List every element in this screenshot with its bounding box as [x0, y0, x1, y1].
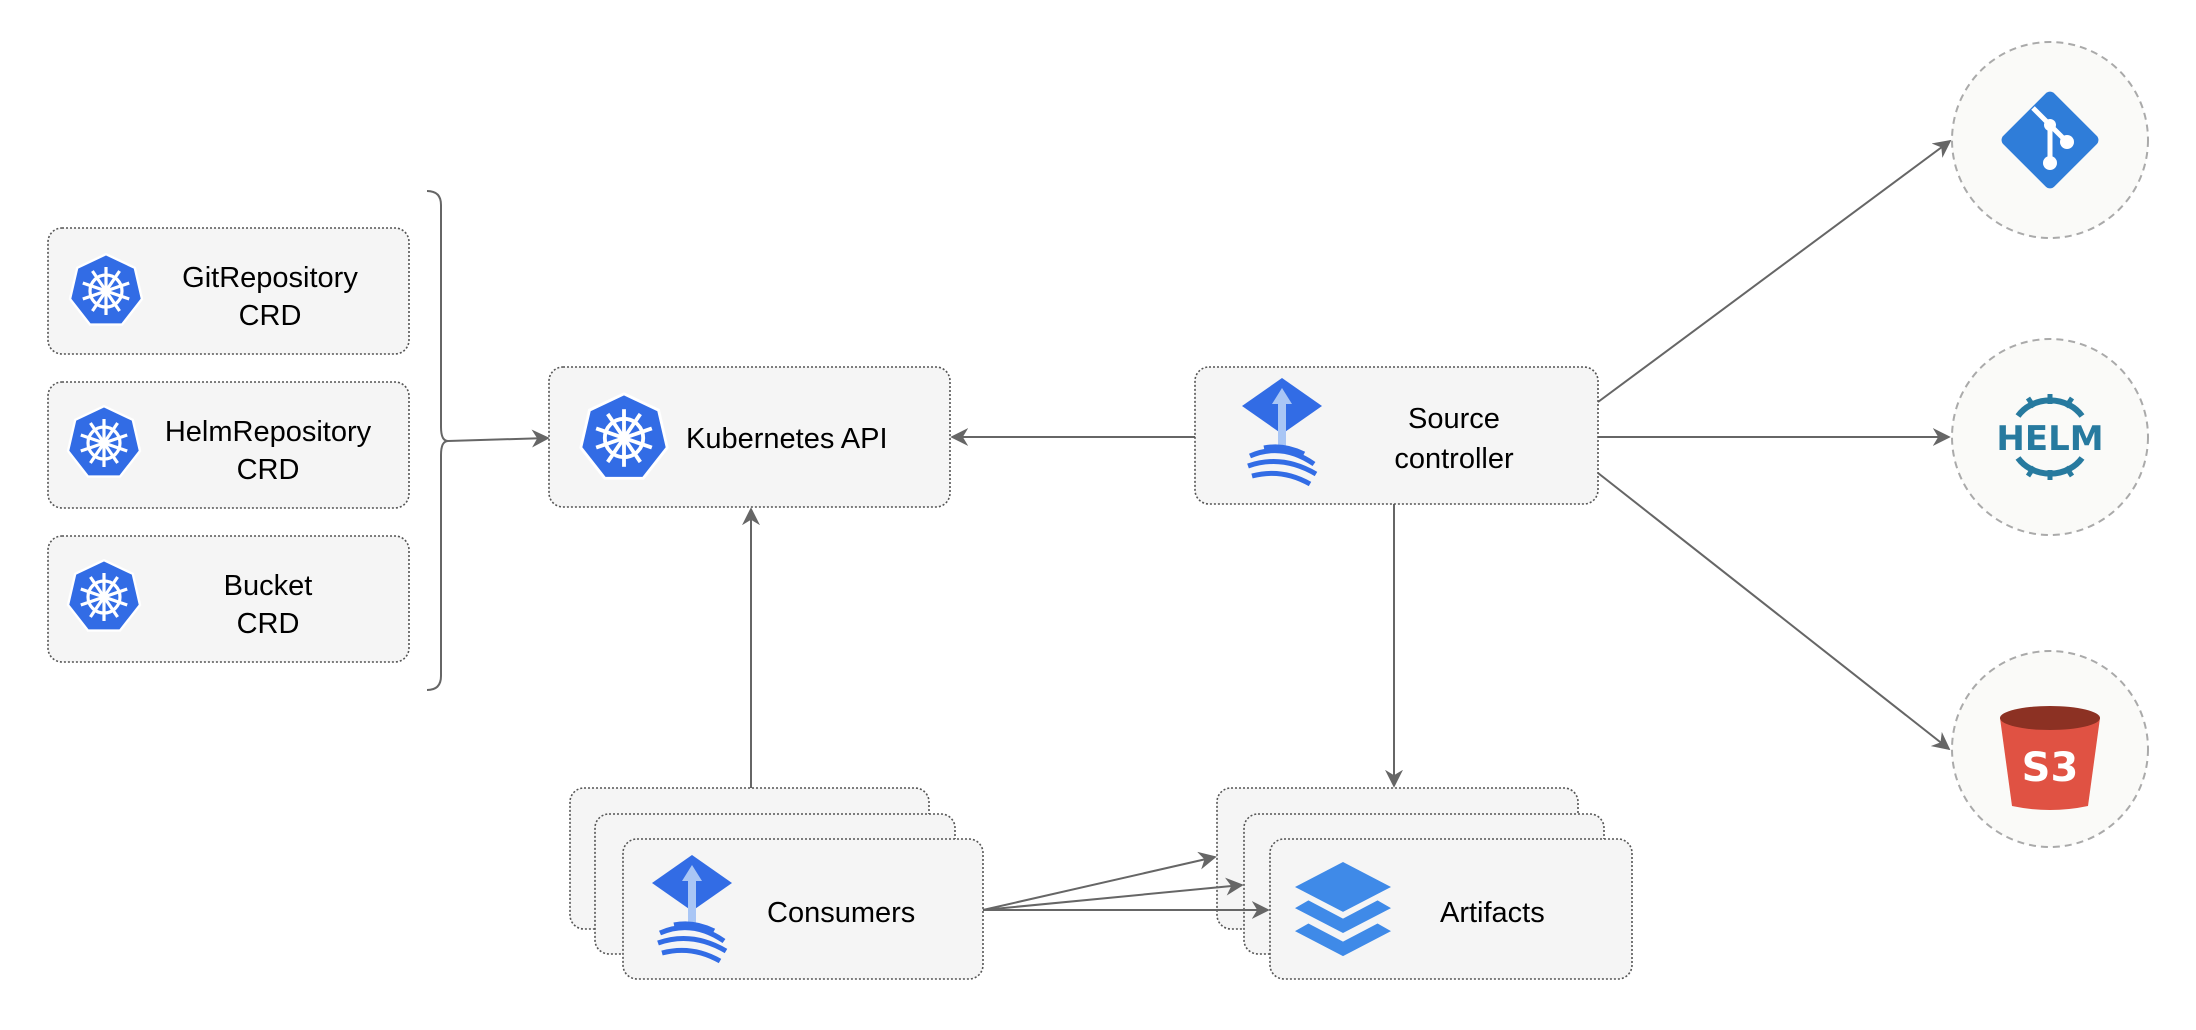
crd-gitrepository[interactable]: GitRepository CRD	[47, 227, 410, 355]
s3-bucket-icon: S3	[2000, 706, 2100, 810]
artifacts-node[interactable]: Artifacts	[1216, 787, 1633, 980]
consumers-label: Consumers	[767, 897, 915, 929]
edge-consumers-to-artifact-2	[982, 877, 1244, 911]
crd-sublabel: CRD	[239, 300, 302, 332]
s3-text: S3	[2022, 745, 2079, 791]
crd-label: HelmRepository	[165, 416, 372, 448]
git-icon	[2001, 91, 2099, 189]
s3-source[interactable]: S3	[1951, 650, 2149, 848]
kubernetes-api-node[interactable]: Kubernetes API	[548, 366, 951, 508]
helm-icon: HELM	[1996, 394, 2104, 480]
crd-sublabel: CRD	[237, 608, 300, 640]
git-source[interactable]	[1951, 41, 2149, 239]
source-controller-node[interactable]: Source controller	[1194, 366, 1599, 505]
source-controller-label: Source	[1408, 403, 1500, 435]
edge-source-to-git	[1597, 139, 1952, 403]
crd-label: Bucket	[224, 570, 313, 602]
helm-text: HELM	[1996, 419, 2103, 459]
crd-label: GitRepository	[182, 262, 358, 294]
edge-consumers-to-artifact-1	[982, 851, 1217, 911]
crd-sublabel: CRD	[237, 454, 300, 486]
edge-crds-to-k8s	[447, 429, 550, 448]
consumers-node[interactable]: Consumers	[569, 787, 984, 980]
kubernetes-api-label: Kubernetes API	[686, 423, 888, 455]
helm-source[interactable]: HELM	[1951, 338, 2149, 536]
crd-bucket[interactable]: Bucket CRD	[47, 535, 410, 663]
edge-source-to-s3	[1597, 472, 1951, 751]
artifacts-label: Artifacts	[1440, 897, 1545, 929]
crd-helmrepository[interactable]: HelmRepository CRD	[47, 381, 410, 509]
source-controller-sublabel: controller	[1394, 443, 1514, 475]
grouping-brace	[426, 190, 449, 691]
